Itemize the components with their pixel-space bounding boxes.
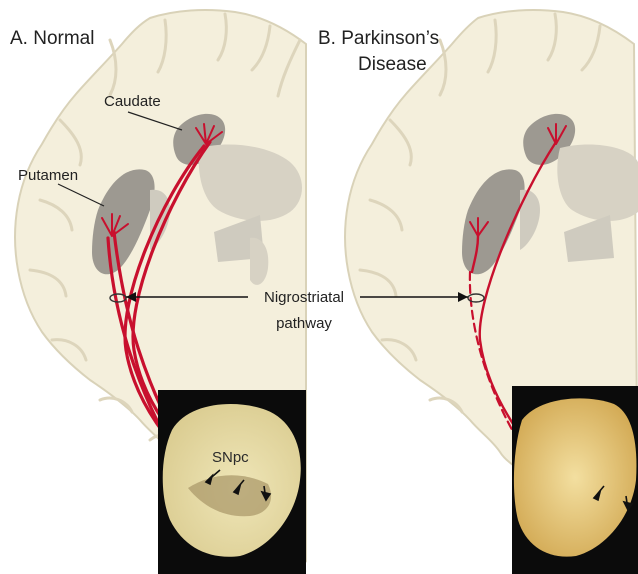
- panel-a: SNpc A. Normal Caudate Putamen: [10, 10, 306, 574]
- caudate-label: Caudate: [104, 93, 161, 110]
- panel-b: B. Parkinson’s Disease: [318, 10, 638, 574]
- snpc-label: SNpc: [212, 449, 249, 466]
- putamen-label: Putamen: [18, 167, 78, 184]
- pathway-label-line1: Nigrostriatal: [264, 289, 344, 306]
- snpc-photo-normal: SNpc: [158, 390, 306, 574]
- panel-b-title-line2: Disease: [358, 54, 427, 75]
- snpc-photo-parkinsons: [512, 386, 638, 574]
- pathway-label-line2: pathway: [276, 315, 332, 332]
- panel-a-title: A. Normal: [10, 28, 94, 49]
- panel-b-title-line1: B. Parkinson’s: [318, 28, 439, 49]
